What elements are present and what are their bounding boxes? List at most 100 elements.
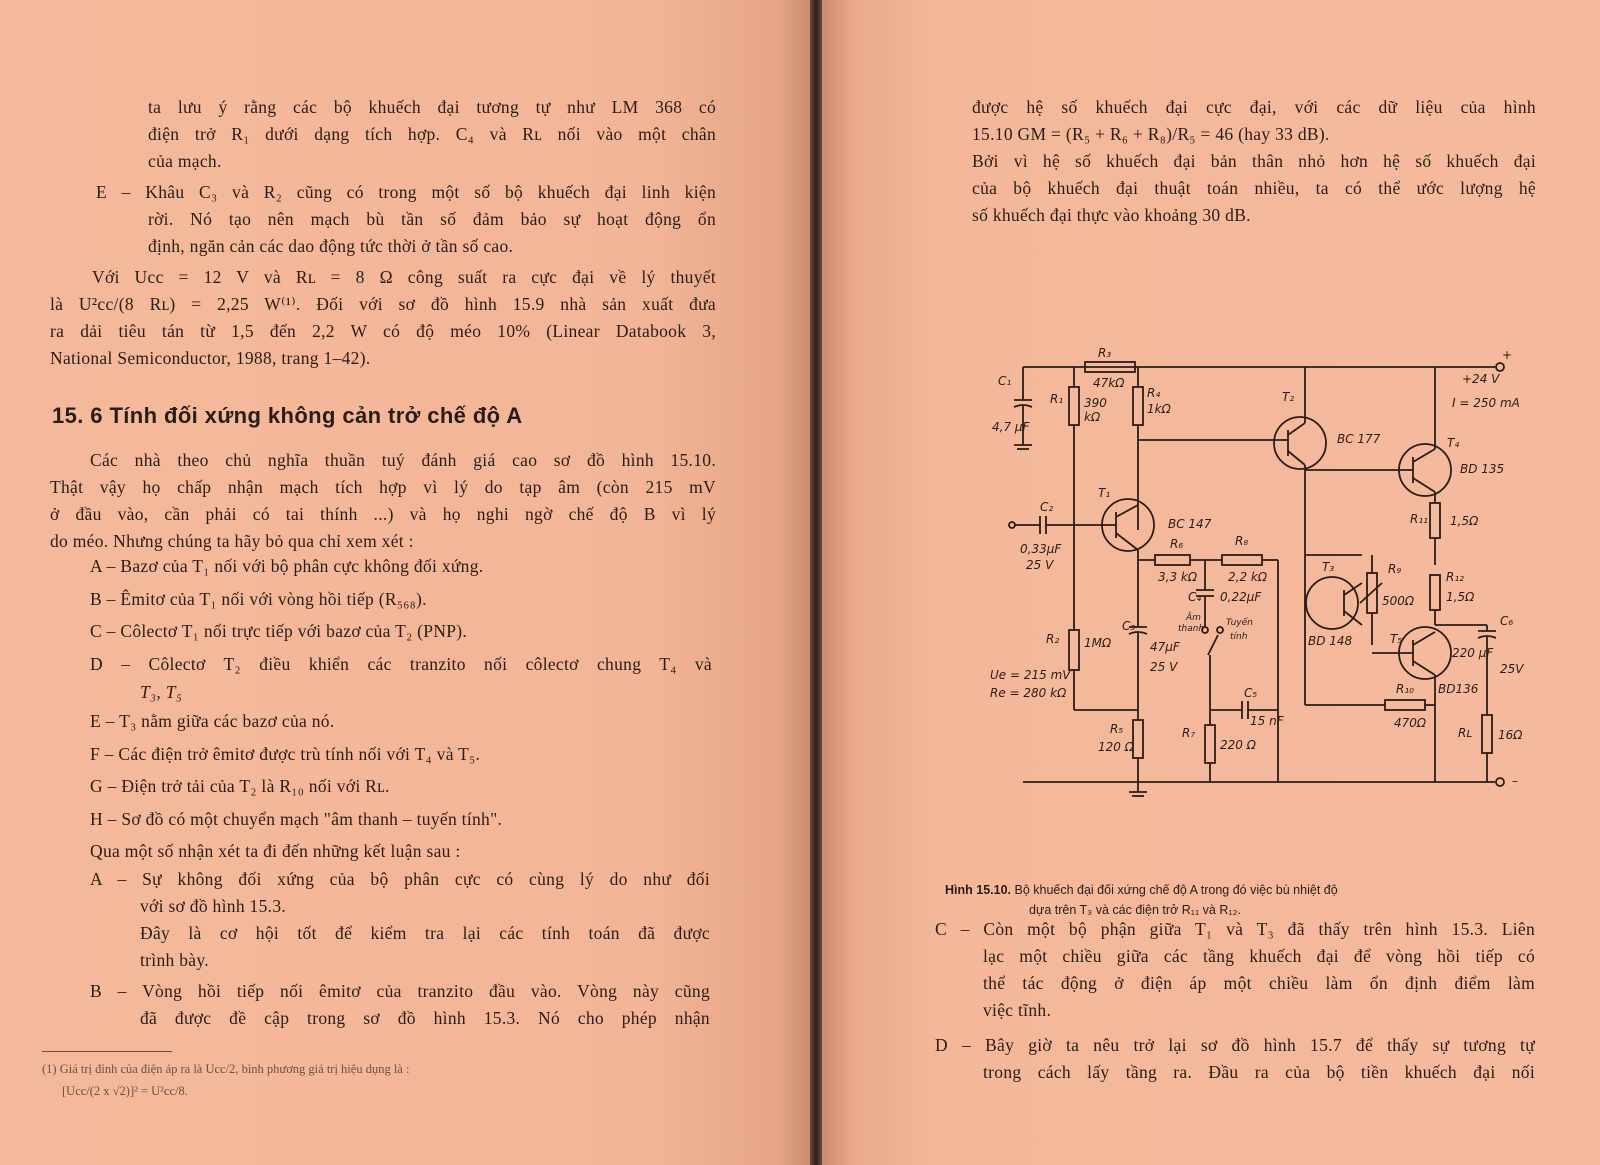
c5-label: C₅ — [1244, 686, 1257, 700]
list-item: đã được đề cập trong sơ đồ hình 15.3. Nó… — [140, 1008, 710, 1028]
r8-value: 2,2 kΩ — [1228, 570, 1268, 584]
t3-label: T₃ — [1322, 560, 1334, 574]
input-resistance: Re = 280 kΩ — [990, 686, 1067, 700]
list-item: A – Bazơ của T₁ nối với bộ phân cực khôn… — [90, 556, 484, 576]
c3-voltage: 25 V — [1150, 660, 1178, 674]
text-line: của bộ khuếch đại thuật toán nhiều, ta c… — [972, 178, 1536, 198]
c6-label: C₆ — [1500, 614, 1513, 628]
c2-label: C₂ — [1040, 500, 1053, 514]
list-item: H – Sơ đồ có một chuyển mạch "âm thanh –… — [90, 808, 503, 829]
c4-label: C₄ — [1188, 590, 1201, 604]
footnote: (1) Giá trị đỉnh của điện áp ra là Ucc/2… — [42, 1058, 662, 1102]
text-line: E – Khâu C₃ và R₂ cũng có trong một số b… — [96, 182, 716, 202]
left-list-1: A – Bazơ của T₁ nối với bộ phân cực khôn… — [90, 550, 712, 835]
list-item: Đây là cơ hội tốt để kiểm tra lại các tí… — [140, 923, 710, 943]
list-item: A – Sự không đối xứng của bộ phân cực có… — [90, 869, 710, 889]
t5-label: T₅ — [1390, 632, 1402, 646]
list-item: B – Vòng hồi tiếp nối êmitơ của tranzito… — [90, 981, 710, 1001]
r1-value: 390 — [1084, 396, 1107, 410]
text-line: D – Bây giờ ta nêu trở lại sơ đồ hình 15… — [935, 1035, 1535, 1055]
text-line: số khuếch đại thực vào khoảng 30 dB. — [972, 205, 1251, 225]
c1-value: 4,7 μF — [992, 420, 1031, 434]
text-line: điện trở R₁ dưới dạng tích hợp. C₄ và Rʟ… — [148, 124, 716, 144]
text-line: là U²cc/(8 Rʟ) = 2,25 W⁽¹⁾. Đối với sơ đ… — [50, 294, 716, 314]
r10-value: 470Ω — [1394, 716, 1427, 730]
left-page — [0, 0, 810, 1165]
text-line: Bởi vì hệ số khuếch đại bản thân nhỏ hơn… — [972, 151, 1536, 171]
right-item-c: C – Còn một bộ phận giữa T₁ và T₃ đã thấ… — [935, 916, 1535, 1024]
switch-audio-label-2: thanh — [1178, 624, 1204, 634]
left-paragraph-4: Qua một số nhận xét ta đi đến những kết … — [90, 838, 712, 865]
c2-voltage: 25 V — [1026, 558, 1054, 572]
t2-label: T₂ — [1282, 390, 1294, 404]
r9-label: R₉ — [1388, 562, 1401, 576]
r3-value: 47kΩ — [1093, 376, 1125, 390]
c1-label: C₁ — [998, 374, 1011, 388]
text-line: Thật vậy họ chấp nhận mạch tích hợp vì l… — [50, 477, 716, 497]
c3-label: C₃ — [1122, 619, 1135, 633]
amplifier-schematic: R₃ 47kΩ + +24 V I = 250 mA C₁ 4,7 μF R₁ … — [990, 346, 1524, 797]
r4-label: R₄ — [1147, 386, 1160, 400]
list-item: G – Điện trở tải của T₂ là R₁₀ nối với R… — [90, 776, 390, 796]
r7-value: 220 Ω — [1220, 738, 1257, 752]
list-item: E – T₃ nằm giữa các bazơ của nó. — [90, 711, 335, 731]
t1-type: BC 147 — [1168, 517, 1212, 531]
text-line: việc tĩnh. — [983, 1000, 1052, 1020]
r4-value: 1kΩ — [1147, 402, 1172, 416]
footnote-line: [Ucc/(2 x √2)]² = U²cc/8. — [62, 1084, 188, 1098]
r10-label: R₁₀ — [1396, 682, 1414, 696]
c5-value: 15 nF — [1250, 714, 1285, 728]
r11-label: R₁₁ — [1410, 512, 1428, 526]
left-paragraph-2: Với Ucc = 12 V và Rʟ = 8 Ω công suất ra … — [50, 264, 716, 372]
r6-label: R₆ — [1170, 537, 1183, 551]
c6-value: 220 μF — [1452, 646, 1494, 660]
r5-label: R₅ — [1110, 722, 1123, 736]
r1-label: R₁ — [1050, 392, 1063, 406]
text-line: định, ngăn cản các dao động tức thời ở t… — [148, 236, 514, 256]
t4-type: BD 135 — [1460, 462, 1504, 476]
supply-current: I = 250 mA — [1452, 396, 1520, 410]
r8-label: R₈ — [1235, 534, 1248, 548]
c2-value: 0,33μF — [1020, 542, 1062, 556]
footnote-line: (1) Giá trị đỉnh của điện áp ra là Ucc/2… — [42, 1062, 410, 1076]
left-paragraph-3: Các nhà theo chủ nghĩa thuần tuý đánh gi… — [50, 447, 716, 555]
r5-value: 120 Ω — [1098, 740, 1135, 754]
r11-value: 1,5Ω — [1450, 514, 1479, 528]
r2-label: R₂ — [1046, 632, 1059, 646]
book-gutter — [810, 0, 822, 1165]
r3-label: R₃ — [1098, 346, 1111, 360]
text-line: C – Còn một bộ phận giữa T₁ và T₃ đã thấ… — [935, 919, 1535, 939]
caption-line: Hình 15.10. Bộ khuếch đại đối xứng chế đ… — [945, 880, 1545, 900]
text-line: ra dải tiêu tán từ 1,5 đến 2,2 W có độ m… — [50, 321, 716, 341]
left-paragraph-1: ta lưu ý rằng các bộ khuếch đại tương tự… — [148, 94, 716, 175]
text-line: 15.10 GM = (R₅ + R₆ + R₈)/R₅ = 46 (hay 3… — [972, 124, 1330, 144]
caption-line: dựa trên T₃ và các điện trở R₁₁ và R₁₂. — [1029, 903, 1241, 917]
text-line: thể tác động ở điện áp một chiều làm ổn … — [983, 973, 1535, 993]
text-line: do méo. Nhưng chúng ta hãy bỏ qua chỉ xe… — [50, 531, 414, 551]
left-item-e: E – Khâu C₃ và R₂ cũng có trong một số b… — [96, 179, 716, 260]
text-line: trong cách lấy tầng ra. Đầu ra của bộ ti… — [983, 1062, 1535, 1082]
right-paragraph-1: được hệ số khuếch đại cực đại, với các d… — [972, 94, 1536, 229]
r9-value: 500Ω — [1382, 594, 1415, 608]
rl-value: 16Ω — [1498, 728, 1523, 742]
r6-value: 3,3 kΩ — [1158, 570, 1198, 584]
left-list-2: A – Sự không đối xứng của bộ phân cực có… — [90, 866, 710, 1032]
supply-voltage: +24 V — [1462, 372, 1500, 386]
list-item: C – Côlectơ T₁ nối trực tiếp với bazơ củ… — [90, 621, 468, 641]
r1-unit: kΩ — [1084, 410, 1101, 424]
rl-label: Rʟ — [1458, 726, 1472, 740]
text-line: Qua một số nhận xét ta đi đến những kết … — [90, 841, 461, 861]
c4-value: 0,22μF — [1220, 590, 1262, 604]
text-line: Các nhà theo chủ nghĩa thuần tuý đánh gi… — [90, 450, 716, 470]
input-voltage: Ue = 215 mV — [990, 668, 1071, 682]
r12-label: R₁₂ — [1446, 570, 1464, 584]
c3-value: 47μF — [1150, 640, 1181, 654]
right-page — [822, 0, 1600, 1165]
list-item: D – Côlectơ T₂ điều khiển các tranzito n… — [90, 653, 712, 674]
list-item: B – Êmitơ của T₁ nối với vòng hồi tiếp (… — [90, 588, 427, 609]
caption-text: Bộ khuếch đại đối xứng chế độ A trong đó… — [1014, 883, 1338, 897]
list-item: F – Các điện trở êmitơ được trù tính nối… — [90, 743, 481, 764]
text-line: ở đầu vào, cần phải có tai thính ...) và… — [50, 504, 716, 524]
text-line: của mạch. — [148, 151, 222, 171]
switch-linear-label: Tuyến — [1226, 617, 1253, 628]
